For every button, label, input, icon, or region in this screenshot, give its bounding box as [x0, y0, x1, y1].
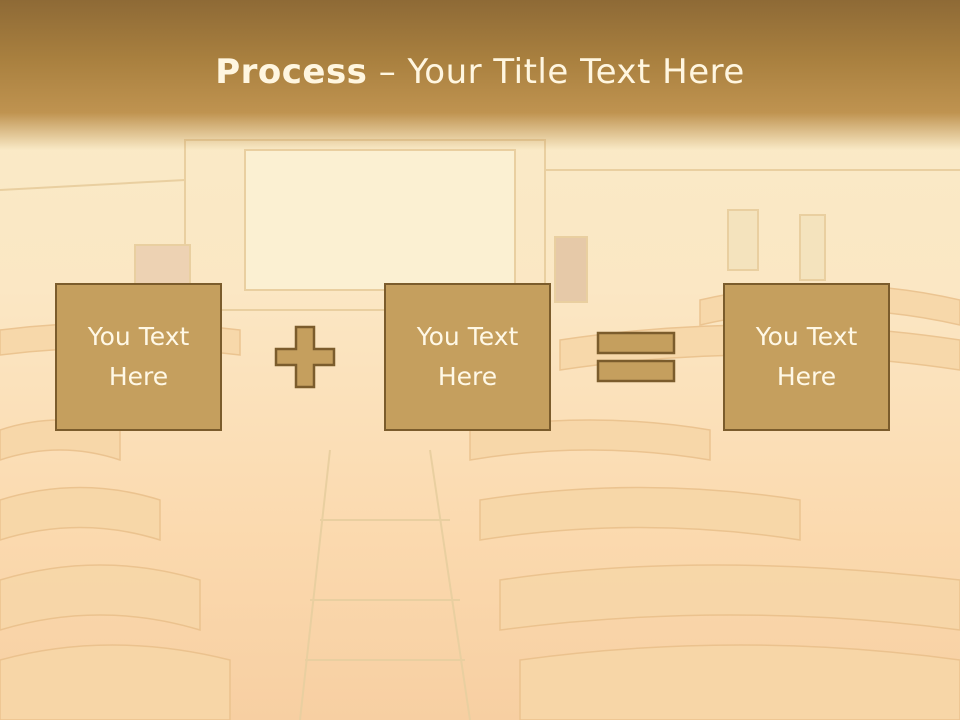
text-box-3[interactable]: You Text Here	[723, 283, 890, 431]
equals-icon	[596, 331, 676, 383]
slide-title: Process – Your Title Text Here	[0, 52, 960, 92]
title-rest: – Your Title Text Here	[367, 52, 745, 92]
text-box-2[interactable]: You Text Here	[384, 283, 551, 431]
text-box-1[interactable]: You Text Here	[55, 283, 222, 431]
text-box-1-label: You Text Here	[87, 322, 190, 391]
text-box-2-label: You Text Here	[416, 322, 519, 391]
title-bar	[0, 0, 960, 150]
plus-icon	[274, 325, 336, 389]
text-box-3-label: You Text Here	[755, 322, 858, 391]
title-bold: Process	[215, 52, 368, 92]
